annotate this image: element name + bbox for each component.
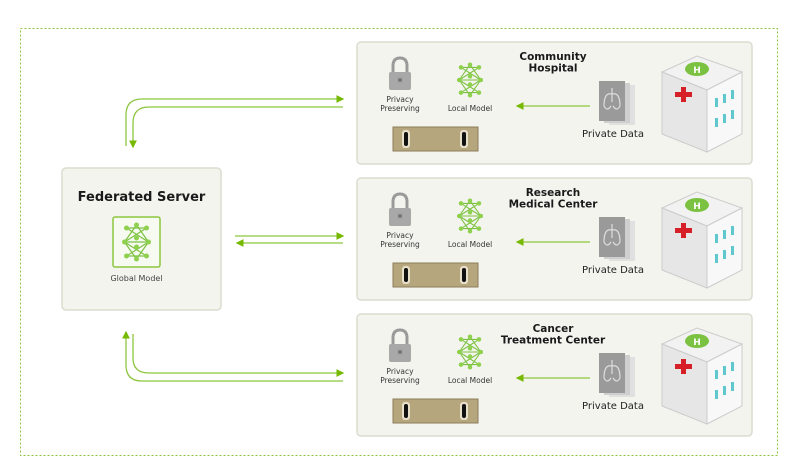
svg-text:H: H xyxy=(693,338,701,348)
neural-network-icon xyxy=(456,333,484,371)
local-model-label: Local Model xyxy=(448,240,492,249)
server-title: Federated Server xyxy=(78,190,206,205)
hospital-building-icon: H xyxy=(660,191,744,289)
lung-scan-icon xyxy=(599,217,635,261)
lock-icon xyxy=(389,56,411,90)
lock-icon xyxy=(389,192,411,226)
arrow-community-to-server xyxy=(129,106,343,149)
private-data-label: Private Data xyxy=(582,401,644,412)
hospital-building-icon: H xyxy=(660,55,744,153)
arrow-server-to-cancer xyxy=(132,334,345,377)
lock-icon xyxy=(389,328,411,362)
lung-scan-icon xyxy=(599,353,635,397)
gpu-server-icon xyxy=(392,126,479,152)
neural-network-icon xyxy=(456,61,484,99)
hospital-building-icon: H xyxy=(660,327,744,425)
svg-text:H: H xyxy=(693,66,701,76)
local-model-label: Local Model xyxy=(448,376,492,385)
arrow-server-to-community xyxy=(125,95,345,146)
neural-network-icon xyxy=(456,197,484,235)
neural-network-icon xyxy=(121,221,152,263)
gpu-server-icon xyxy=(392,262,479,288)
flow-arrows xyxy=(122,95,345,382)
federated-server-box: Federated Server Global Model xyxy=(61,167,222,311)
arrow-cancer-to-server xyxy=(122,330,343,382)
gpu-server-icon xyxy=(392,398,479,424)
lung-scan-icon xyxy=(599,81,635,125)
private-data-label: Private Data xyxy=(582,265,644,276)
svg-text:H: H xyxy=(693,202,701,212)
private-data-label: Private Data xyxy=(582,129,644,140)
global-model-label: Global Model xyxy=(110,274,162,283)
local-model-label: Local Model xyxy=(448,104,492,113)
